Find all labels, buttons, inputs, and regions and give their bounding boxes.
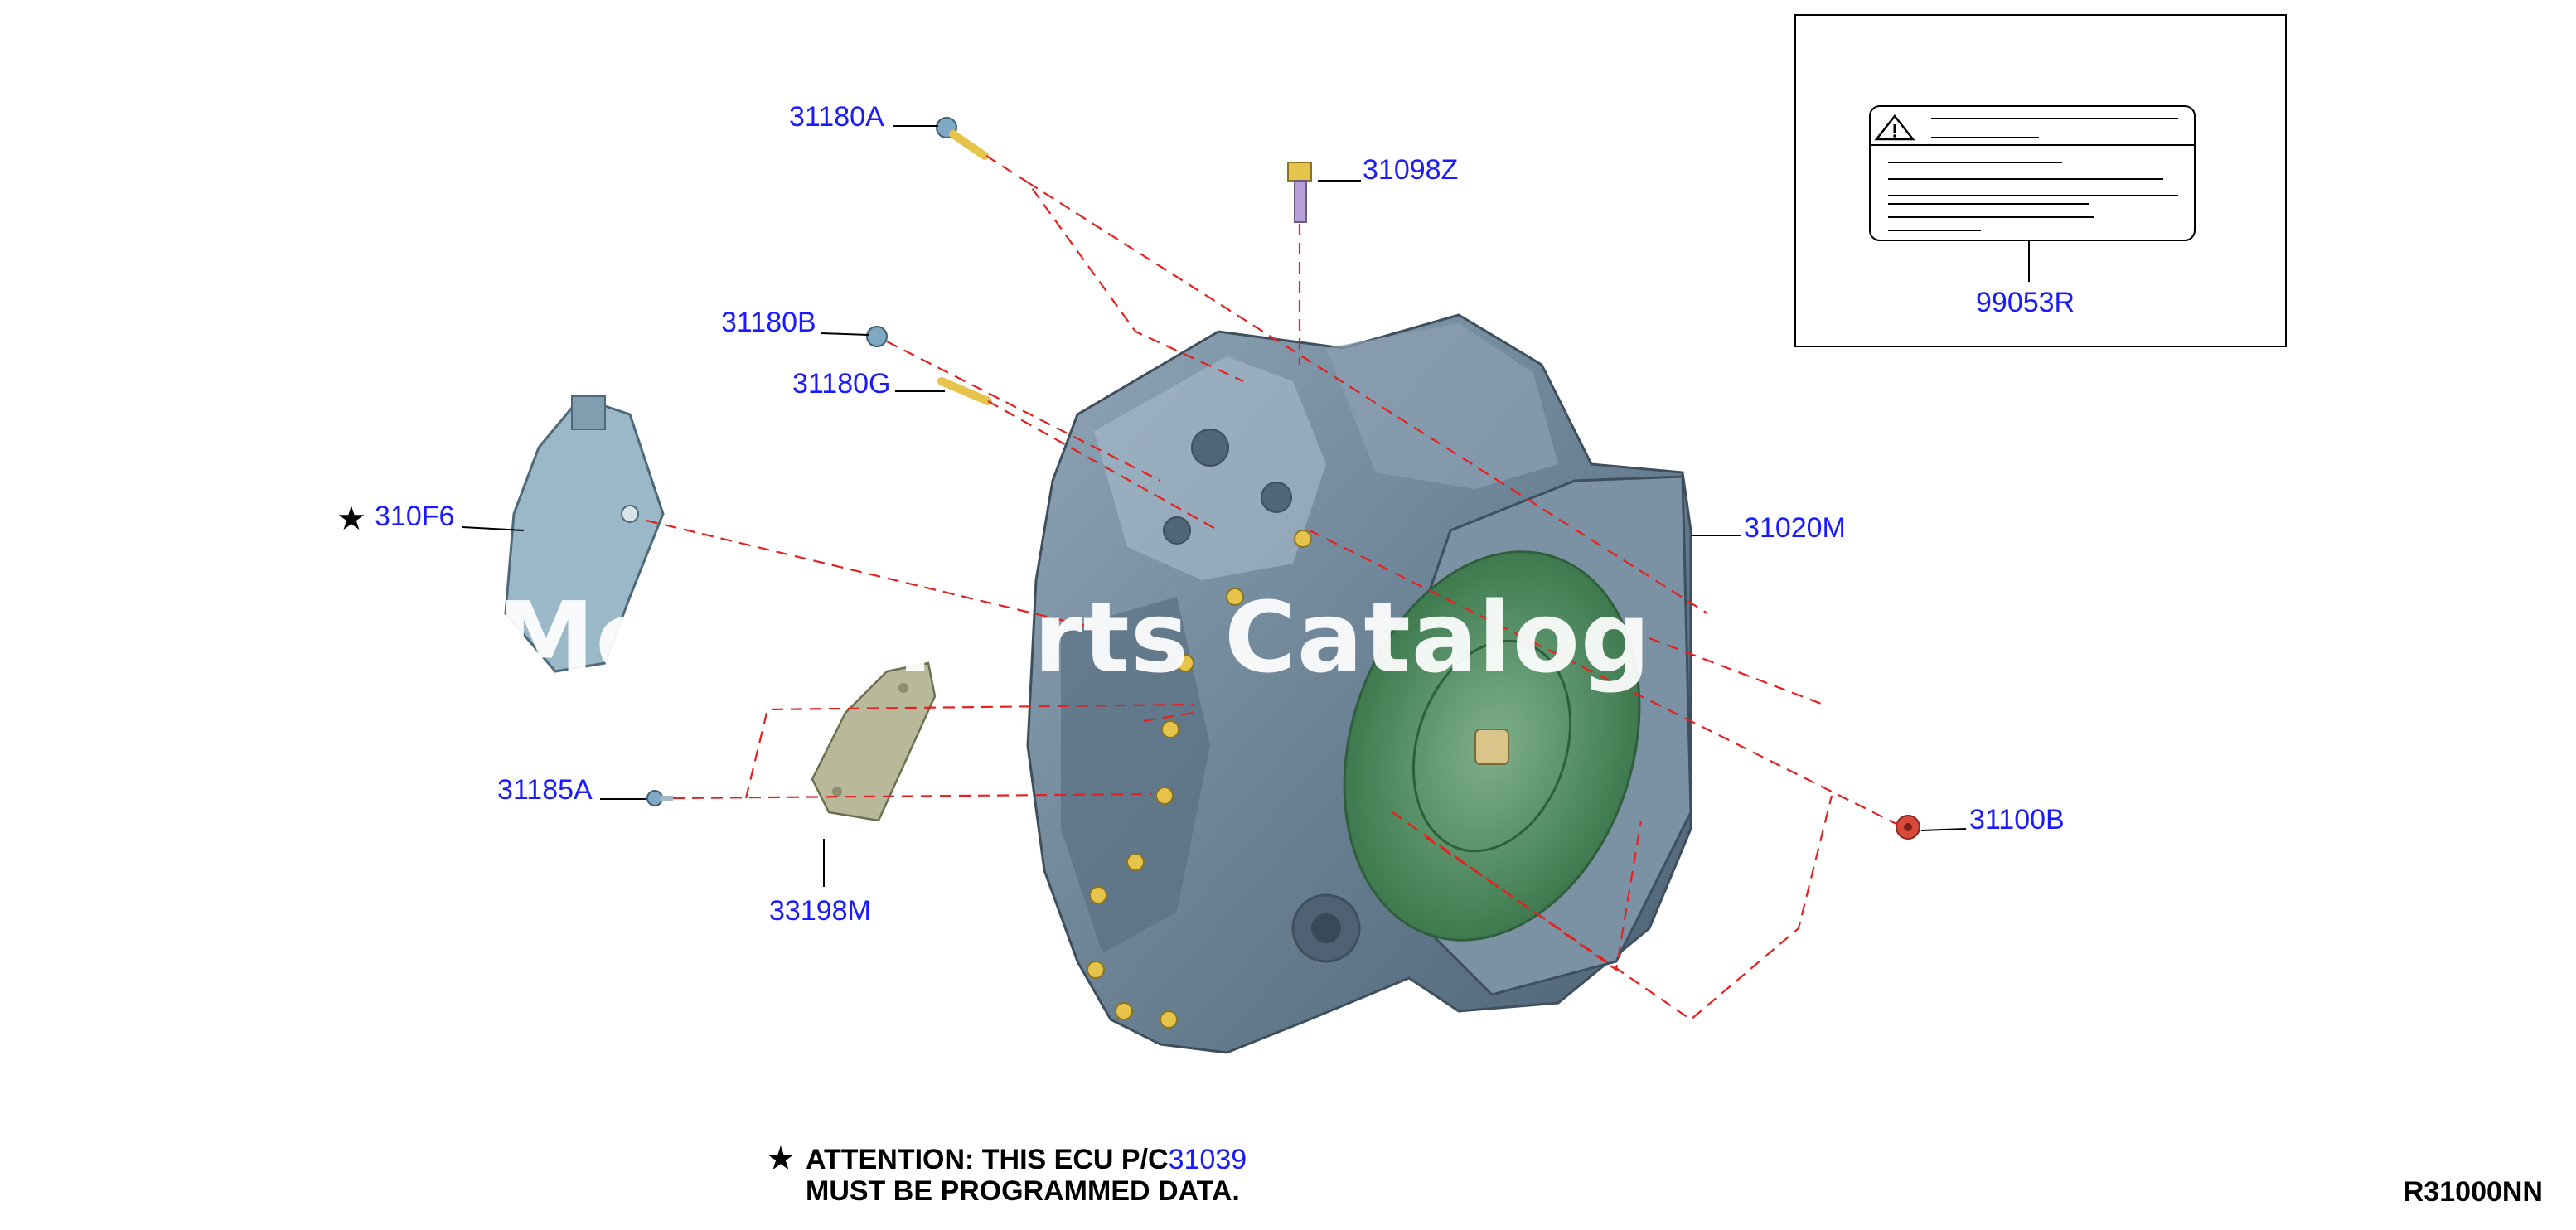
bracket-33198M[interactable] bbox=[811, 661, 937, 822]
caution-label bbox=[1869, 105, 2196, 241]
note-star: ★ bbox=[766, 1140, 796, 1177]
note-line1: ATTENTION: THIS ECU P/C bbox=[806, 1144, 1169, 1175]
callout-31180B[interactable]: 31180B bbox=[721, 307, 816, 338]
watermark: Mer to Parts Catalog bbox=[497, 580, 1652, 695]
bolt-31180A[interactable] bbox=[936, 117, 989, 160]
casing-bolts bbox=[1087, 530, 1312, 1029]
callout-31185A[interactable]: 31185A bbox=[497, 774, 593, 806]
callout-310F6[interactable]: 310F6 bbox=[375, 501, 455, 532]
diagram-code: R31000NN bbox=[2403, 1176, 2543, 1208]
torque-converter bbox=[1343, 550, 1641, 942]
attention-note: ATTENTION: THIS ECU P/C31039 MUST BE PRO… bbox=[806, 1144, 1247, 1207]
callout-33198M[interactable]: 33198M bbox=[769, 895, 871, 927]
note-line2: MUST BE PROGRAMMED DATA. bbox=[806, 1175, 1240, 1207]
bolt-31098Z[interactable] bbox=[1287, 162, 1312, 223]
callout-31180A[interactable]: 31180A bbox=[789, 101, 884, 133]
bolt-31185A[interactable] bbox=[646, 790, 673, 806]
nut-31180B[interactable] bbox=[866, 326, 888, 347]
callout-31100B[interactable]: 31100B bbox=[1969, 804, 2065, 835]
ecu-unit[interactable] bbox=[504, 395, 665, 673]
callout-99053R[interactable]: 99053R bbox=[1976, 287, 2075, 318]
callout-31098Z[interactable]: 31098Z bbox=[1363, 154, 1459, 186]
callout-31180G[interactable]: 31180G bbox=[792, 368, 891, 400]
assembly-dash-lines bbox=[646, 155, 1899, 1021]
stud-31180G[interactable] bbox=[937, 377, 992, 405]
label-box bbox=[1794, 14, 2287, 347]
star-marker: ★ bbox=[337, 501, 366, 537]
warning-triangle-icon bbox=[1874, 114, 1915, 141]
note-part-link[interactable]: 31039 bbox=[1168, 1144, 1247, 1175]
leader-lines bbox=[462, 125, 1967, 887]
nut-31100B[interactable] bbox=[1896, 815, 1920, 840]
callout-31020M[interactable]: 31020M bbox=[1744, 512, 1846, 544]
